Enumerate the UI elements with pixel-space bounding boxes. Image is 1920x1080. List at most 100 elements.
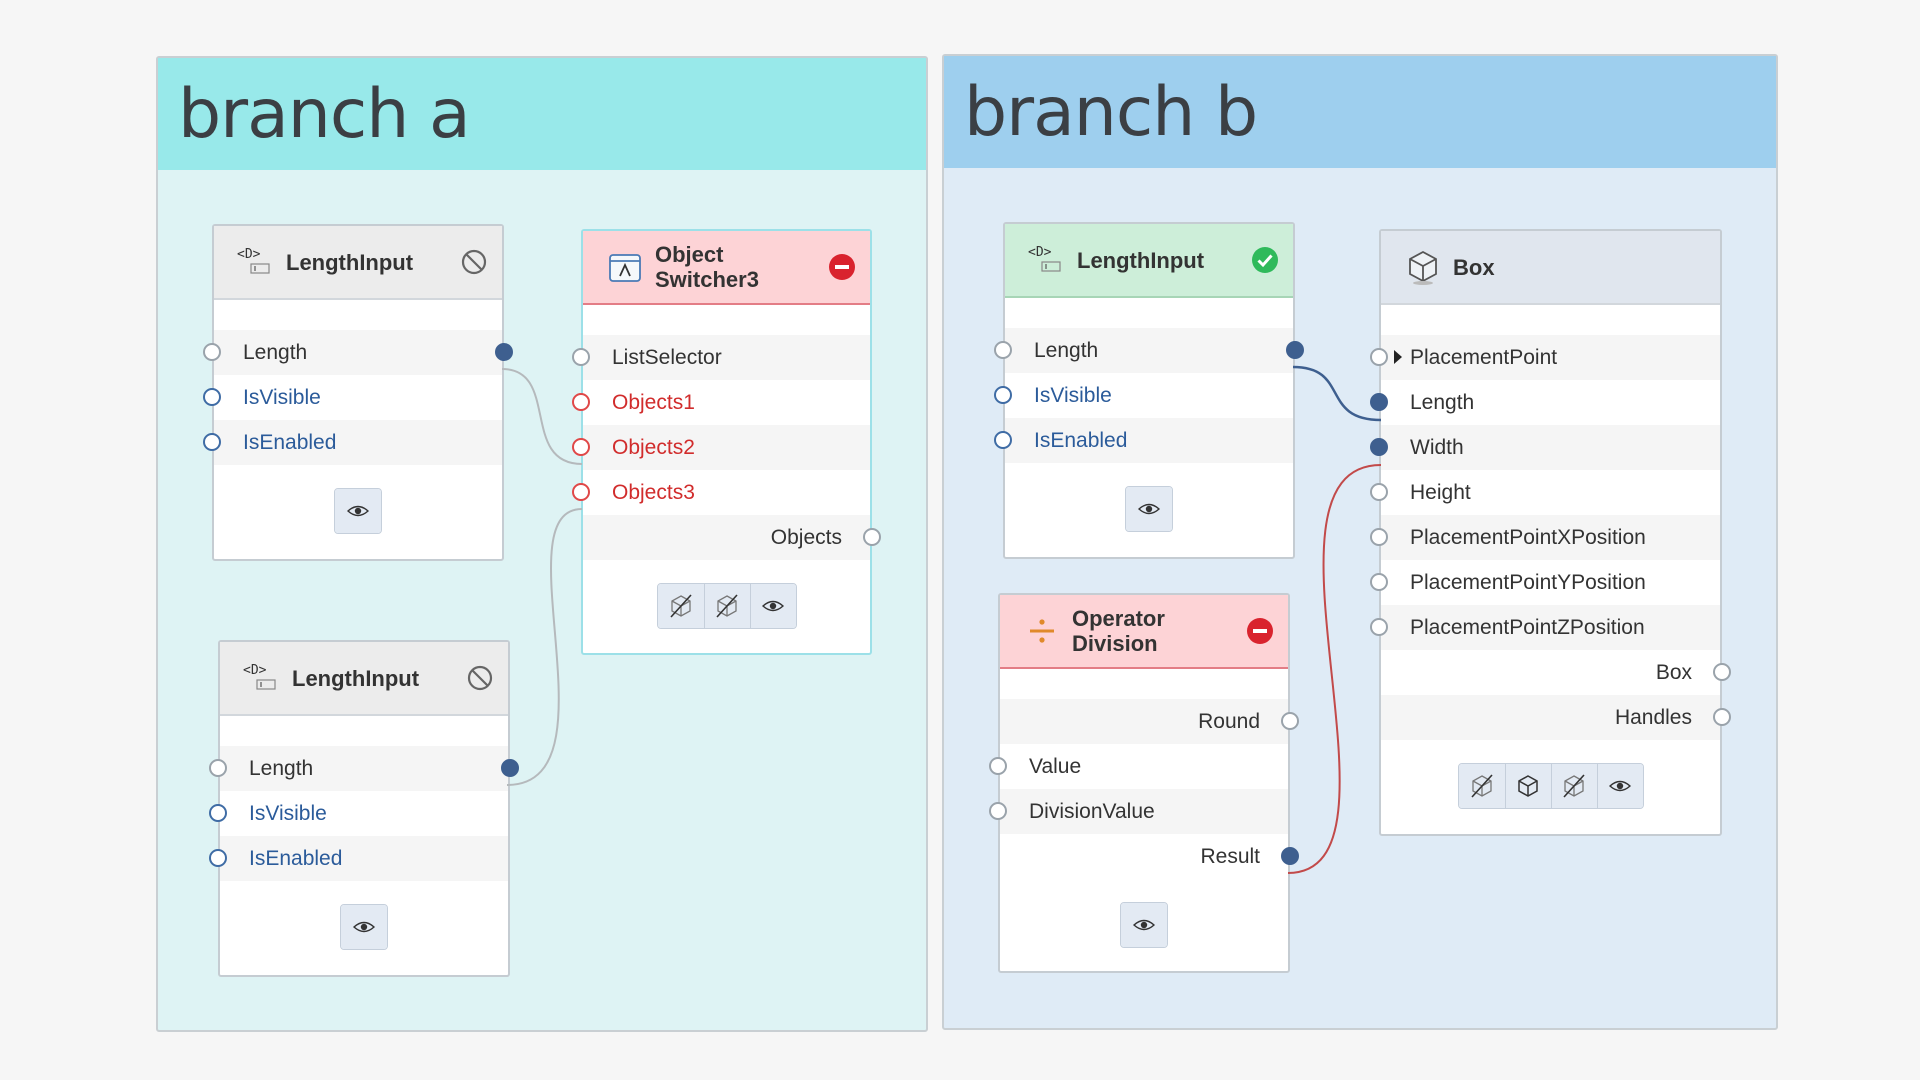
eye-icon[interactable]	[1596, 764, 1643, 808]
port-row-length[interactable]: Length	[209, 746, 519, 791]
node-title: LengthInput	[1077, 247, 1205, 273]
input-port[interactable]	[209, 759, 227, 777]
node-header[interactable]: <D> LengthInput	[1005, 224, 1293, 298]
port-row-listselector[interactable]: ListSelector	[572, 335, 870, 380]
port-row-objects2[interactable]: Objects2	[572, 425, 870, 470]
port-row-isenabled[interactable]: IsEnabled	[994, 418, 1293, 463]
input-port[interactable]	[572, 348, 590, 366]
port-label: Length	[243, 340, 308, 364]
port-row-box[interactable]: Box	[1381, 650, 1731, 695]
input-port[interactable]	[989, 757, 1007, 775]
node-box[interactable]: Box PlacementPoint Length Width Height P…	[1370, 229, 1731, 836]
hide-selected-icon[interactable]	[703, 584, 750, 628]
input-port[interactable]	[1370, 483, 1388, 501]
hide-selected-icon[interactable]	[1550, 764, 1597, 808]
length-input-icon: <D>	[236, 242, 276, 282]
port-row-length[interactable]: Length	[1370, 380, 1720, 425]
output-port[interactable]	[1713, 708, 1731, 726]
output-port[interactable]	[1286, 341, 1304, 359]
input-port[interactable]	[1370, 348, 1388, 366]
output-port[interactable]	[501, 759, 519, 777]
eye-icon[interactable]	[1121, 903, 1167, 947]
ok-icon[interactable]	[1251, 246, 1279, 274]
port-row-divisionvalue[interactable]: DivisionValue	[989, 789, 1288, 834]
node-length-input-1[interactable]: <D> LengthInput Length IsVisible IsEnabl…	[203, 224, 513, 561]
port-row-isenabled[interactable]: IsEnabled	[209, 836, 508, 881]
hide-all-icon[interactable]	[657, 584, 704, 628]
input-port[interactable]	[572, 438, 590, 456]
input-port[interactable]	[1370, 618, 1388, 636]
input-port[interactable]	[1370, 393, 1388, 411]
output-port[interactable]	[1281, 847, 1299, 865]
node-header[interactable]: <D> LengthInput	[214, 226, 502, 300]
port-row-placementpointzposition[interactable]: PlacementPointZPosition	[1370, 605, 1720, 650]
port-label: IsVisible	[249, 801, 327, 825]
port-row-objects3[interactable]: Objects3	[572, 470, 870, 515]
hide-all-icon[interactable]	[1458, 764, 1505, 808]
port-label: ListSelector	[612, 345, 722, 369]
port-row-placementpointyposition[interactable]: PlacementPointYPosition	[1370, 560, 1720, 605]
error-icon[interactable]	[1246, 617, 1274, 645]
port-row-round[interactable]: Round	[1000, 699, 1299, 744]
input-port[interactable]	[572, 483, 590, 501]
port-label: DivisionValue	[1029, 799, 1155, 823]
input-port[interactable]	[994, 386, 1012, 404]
input-port[interactable]	[203, 343, 221, 361]
port-row-isvisible[interactable]: IsVisible	[209, 791, 508, 836]
port-row-handles[interactable]: Handles	[1381, 695, 1731, 740]
input-port[interactable]	[209, 804, 227, 822]
port-row-width[interactable]: Width	[1370, 425, 1720, 470]
input-port[interactable]	[994, 431, 1012, 449]
node-length-input-2[interactable]: <D> LengthInput Length IsVisible IsEnabl…	[209, 640, 519, 977]
port-row-placementpoint[interactable]: PlacementPoint	[1370, 335, 1720, 380]
eye-icon[interactable]	[335, 489, 381, 533]
port-row-isvisible[interactable]: IsVisible	[203, 375, 502, 420]
port-row-height[interactable]: Height	[1370, 470, 1720, 515]
node-toolbar	[214, 465, 502, 557]
error-icon[interactable]	[828, 253, 856, 281]
node-title: Box	[1453, 254, 1495, 280]
output-port[interactable]	[1281, 712, 1299, 730]
eye-icon[interactable]	[749, 584, 796, 628]
port-label: Height	[1410, 480, 1471, 504]
node-header[interactable]: <D> LengthInput	[220, 642, 508, 716]
input-port[interactable]	[994, 341, 1012, 359]
port-row-placementpointxposition[interactable]: PlacementPointXPosition	[1370, 515, 1720, 560]
input-port[interactable]	[203, 433, 221, 451]
port-row-result[interactable]: Result	[1000, 834, 1299, 879]
input-port[interactable]	[1370, 438, 1388, 456]
node-header[interactable]: Box	[1381, 231, 1720, 305]
node-length-input-3[interactable]: <D> LengthInput Length IsVisible IsEnabl…	[994, 222, 1304, 559]
port-label: Width	[1410, 435, 1464, 459]
expand-arrow-icon[interactable]	[1394, 350, 1402, 364]
port-label: IsEnabled	[243, 430, 337, 454]
port-row-isvisible[interactable]: IsVisible	[994, 373, 1293, 418]
group-header[interactable]: branch b	[944, 56, 1776, 168]
input-port[interactable]	[209, 849, 227, 867]
port-row-isenabled[interactable]: IsEnabled	[203, 420, 502, 465]
port-row-objects1[interactable]: Objects1	[572, 380, 870, 425]
disabled-icon[interactable]	[466, 664, 494, 692]
port-row-length[interactable]: Length	[203, 330, 513, 375]
output-port[interactable]	[1713, 663, 1731, 681]
input-port[interactable]	[1370, 528, 1388, 546]
port-label: IsEnabled	[1034, 428, 1128, 452]
group-header[interactable]: branch a	[158, 58, 926, 170]
input-port[interactable]	[572, 393, 590, 411]
input-port[interactable]	[203, 388, 221, 406]
input-port[interactable]	[989, 802, 1007, 820]
eye-icon[interactable]	[341, 905, 387, 949]
port-row-objects[interactable]: Objects	[583, 515, 881, 560]
port-row-length[interactable]: Length	[994, 328, 1304, 373]
input-port[interactable]	[1370, 573, 1388, 591]
port-row-value[interactable]: Value	[989, 744, 1288, 789]
eye-icon[interactable]	[1126, 487, 1172, 531]
output-port[interactable]	[863, 528, 881, 546]
output-port[interactable]	[495, 343, 513, 361]
cube-icon[interactable]	[1504, 764, 1551, 808]
disabled-icon[interactable]	[460, 248, 488, 276]
